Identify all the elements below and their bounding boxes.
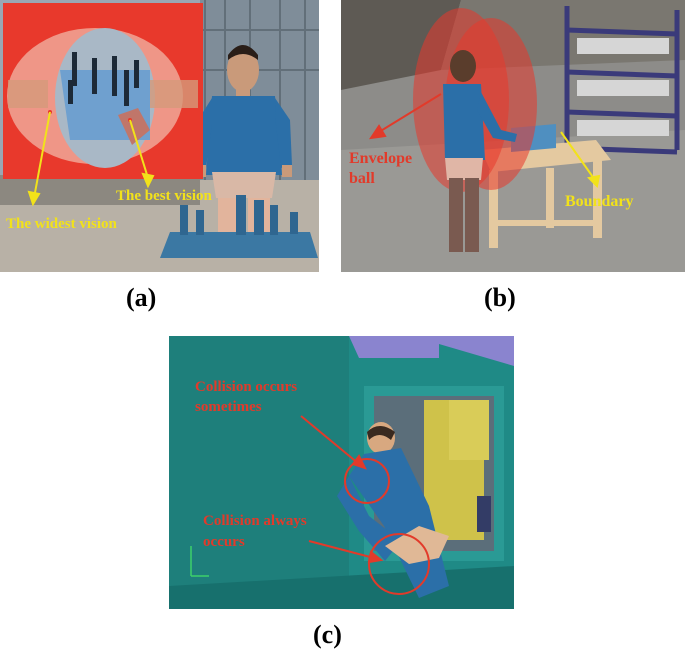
panel-b: Envelope ball Boundary bbox=[341, 0, 685, 272]
vision-arrows bbox=[27, 111, 155, 207]
collision-arrows bbox=[300, 415, 384, 564]
label-best-vision: The best vision bbox=[116, 188, 213, 204]
panel-c-scene: Collision occurs sometimes Collision alw… bbox=[169, 336, 514, 609]
collision-circle-always bbox=[368, 533, 430, 595]
label-widest-vision: The widest vision bbox=[6, 216, 118, 232]
caption-a: (a) bbox=[126, 283, 157, 312]
panel-c: Collision occurs sometimes Collision alw… bbox=[169, 336, 514, 609]
label-always-line1: Collision always bbox=[203, 513, 307, 529]
collision-circle-sometimes bbox=[344, 458, 390, 504]
panel-a-scene: The best vision The widest vision bbox=[0, 0, 319, 272]
label-envelope-line1: Envelope bbox=[349, 150, 412, 167]
label-sometimes-line1: Collision occurs bbox=[195, 379, 297, 395]
label-boundary: Boundary bbox=[565, 193, 633, 210]
panel-a: The best vision The widest vision bbox=[0, 0, 319, 272]
axis-gizmo bbox=[190, 546, 209, 577]
boundary-arrow bbox=[560, 131, 601, 189]
envelope-arrow bbox=[368, 93, 442, 140]
label-envelope-line2: ball bbox=[349, 170, 375, 187]
label-always-line2: occurs bbox=[203, 534, 245, 550]
manikin-b bbox=[443, 50, 517, 252]
caption-c: (c) bbox=[313, 620, 342, 649]
panel-b-scene: Envelope ball Boundary bbox=[341, 0, 685, 272]
label-sometimes-line2: sometimes bbox=[195, 399, 262, 415]
caption-b: (b) bbox=[484, 283, 516, 312]
fixture-base bbox=[160, 195, 318, 258]
vision-inset bbox=[3, 3, 203, 179]
